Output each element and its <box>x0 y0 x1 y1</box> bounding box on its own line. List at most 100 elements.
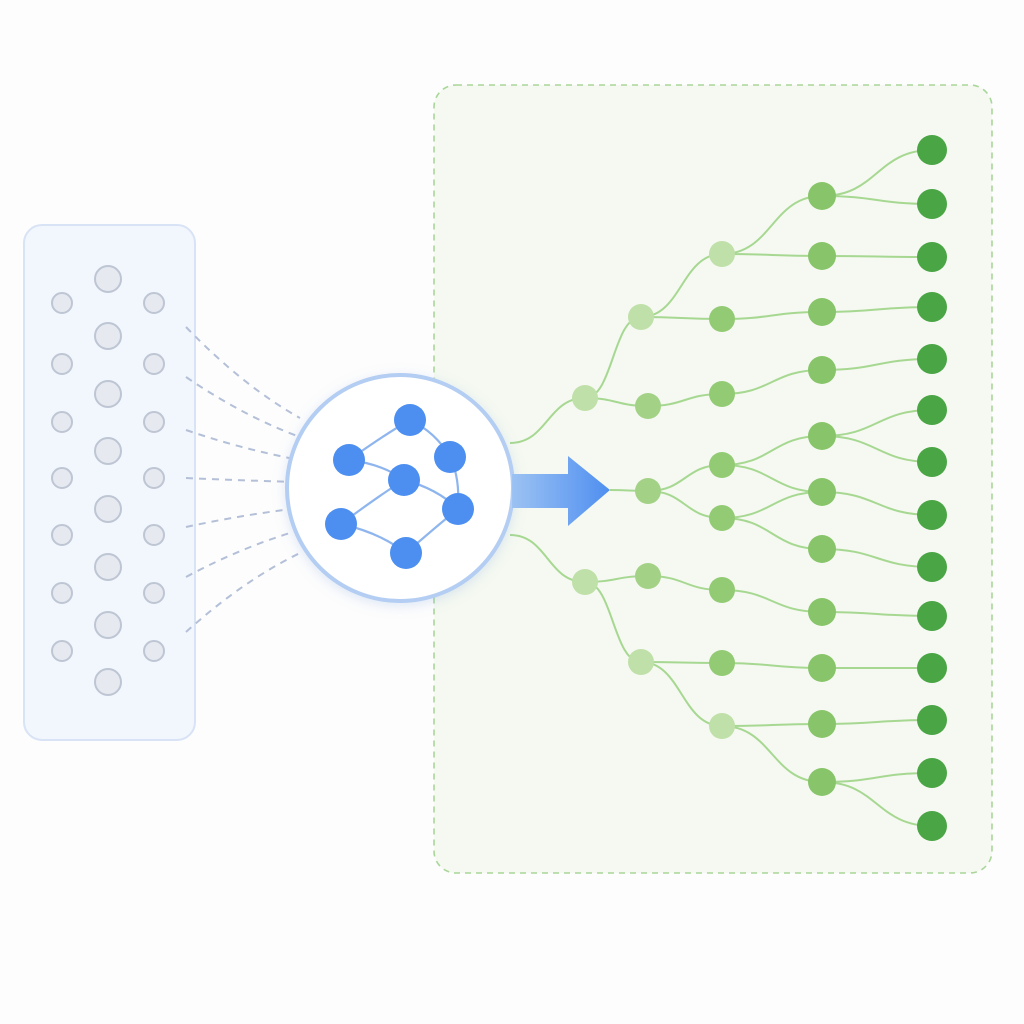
tree-edge <box>821 719 933 725</box>
tree-leaf-node <box>917 189 947 219</box>
tree-edge <box>821 358 933 371</box>
input-node <box>143 582 165 604</box>
input-node <box>51 353 73 375</box>
input-node <box>94 437 122 465</box>
tree-node-level-2 <box>635 478 661 504</box>
tree-node-level-3 <box>709 577 735 603</box>
tree-edge <box>821 306 933 313</box>
input-node <box>143 411 165 433</box>
tree-node-level-4 <box>808 535 836 563</box>
tree-edge <box>721 311 823 320</box>
tree-leaf-node <box>917 653 947 683</box>
tree-node-level-4 <box>808 654 836 682</box>
tree-node-level-2 <box>628 649 654 675</box>
tree-node-level-3 <box>709 306 735 332</box>
tree-leaf-node <box>917 500 947 530</box>
connector-line <box>185 552 301 633</box>
connector-line <box>185 529 301 578</box>
tree-edge <box>821 548 933 568</box>
tree-nodes <box>572 135 947 841</box>
tree-node-level-4 <box>808 710 836 738</box>
tree-leaf-node <box>917 758 947 788</box>
input-node <box>51 467 73 489</box>
tree-leaf-node <box>917 705 947 735</box>
connector-line <box>185 477 301 483</box>
input-node <box>94 611 122 639</box>
input-connectors <box>185 326 301 633</box>
tree-edge <box>821 409 933 437</box>
input-node <box>94 495 122 523</box>
tree-node-level-4 <box>808 242 836 270</box>
tree-edge <box>721 725 823 783</box>
input-node <box>51 582 73 604</box>
tree-leaf-node <box>917 811 947 841</box>
tree-node-level-3 <box>709 713 735 739</box>
input-node <box>94 553 122 581</box>
tree-node-level-2 <box>635 393 661 419</box>
tree-node-level-3 <box>709 505 735 531</box>
input-node <box>94 265 122 293</box>
tree-leaf-node <box>917 601 947 631</box>
tree-leaf-node <box>917 447 947 477</box>
tree-edge <box>721 589 823 613</box>
tree-node-level-4 <box>808 598 836 626</box>
hub-node <box>442 493 474 525</box>
tree-leaf-node <box>917 552 947 582</box>
input-node <box>51 292 73 314</box>
tree-edge <box>721 491 823 519</box>
connector-line <box>185 507 301 528</box>
input-nodes <box>51 265 165 696</box>
tree-leaf-node <box>917 395 947 425</box>
tree-edge <box>721 369 823 395</box>
input-node <box>51 524 73 546</box>
hub-node <box>388 464 420 496</box>
tree-leaf-node <box>917 135 947 165</box>
input-node <box>94 668 122 696</box>
input-node <box>94 322 122 350</box>
tree-leaf-node <box>917 344 947 374</box>
right-arrow-icon <box>512 456 610 526</box>
tree-edge <box>821 611 933 617</box>
tree-edge <box>721 662 823 669</box>
hub-nodes <box>325 404 474 569</box>
tree-edge <box>821 435 933 463</box>
input-node <box>143 292 165 314</box>
tree-node-level-3 <box>709 381 735 407</box>
tree-edge <box>821 255 933 258</box>
tree-edge <box>721 435 823 466</box>
tree-edge <box>721 464 823 493</box>
tree-node-level-4 <box>808 182 836 210</box>
input-node <box>143 353 165 375</box>
input-node <box>143 640 165 662</box>
connector-line <box>185 376 301 438</box>
tree-edge <box>721 517 823 550</box>
input-panel <box>23 224 196 741</box>
tree-edge <box>821 491 933 516</box>
tree-edge <box>721 723 823 727</box>
tree-edge <box>821 781 933 827</box>
input-node <box>51 411 73 433</box>
hub-node <box>394 404 426 436</box>
tree-node-level-3 <box>709 452 735 478</box>
input-node <box>94 380 122 408</box>
tree-node-level-4 <box>808 478 836 506</box>
tree-node-level-2 <box>635 563 661 589</box>
tree-node-level-4 <box>808 422 836 450</box>
tree-node-level-4 <box>808 768 836 796</box>
tree-edge <box>721 253 823 257</box>
tree-node-level-4 <box>808 298 836 326</box>
tree-node-level-3 <box>709 241 735 267</box>
tree-node-level-1 <box>572 569 598 595</box>
hub-node <box>390 537 422 569</box>
tree-node-level-3 <box>709 650 735 676</box>
hub-node <box>434 441 466 473</box>
tree-edge <box>821 195 933 205</box>
tree-node-level-1 <box>572 385 598 411</box>
tree-edge <box>821 772 933 783</box>
input-node <box>51 640 73 662</box>
hub-node <box>333 444 365 476</box>
input-node <box>143 467 165 489</box>
connector-line <box>185 326 301 419</box>
tree-node-level-4 <box>808 356 836 384</box>
